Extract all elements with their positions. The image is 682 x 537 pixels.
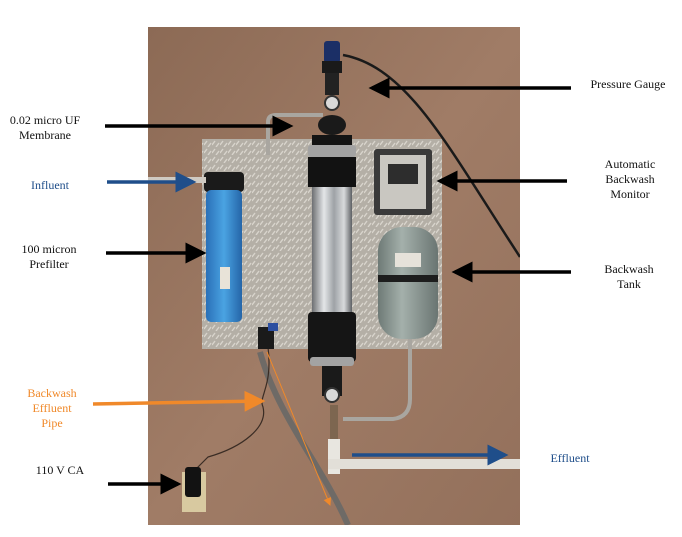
label-uf-membrane: 0.02 micro UF Membrane [0, 113, 90, 143]
valve-body [322, 61, 342, 73]
backwash-monitor-display [388, 164, 418, 184]
water-filtration-system-photo [148, 27, 520, 525]
drain-solenoid-cap [268, 323, 278, 331]
label-bep-line3: Pipe [41, 416, 63, 430]
braided-hose-bottom [343, 339, 412, 421]
membrane-clamp-top [308, 145, 356, 157]
label-backwash-tank: Backwash Tank [594, 262, 664, 292]
membrane-clamp-bottom [310, 357, 354, 366]
solenoid-valve-top [324, 41, 340, 63]
label-tank-line1: Backwash [604, 262, 654, 276]
prefilter-cap [204, 172, 244, 192]
membrane-collar [312, 135, 352, 147]
membrane-head [318, 115, 346, 135]
label-monitor-line1: Automatic [604, 157, 656, 171]
prefilter-housing [206, 190, 242, 322]
pressure-gauge-dial [324, 95, 340, 111]
label-uf-membrane-line2: Membrane [19, 128, 71, 142]
brass-fitting [330, 405, 338, 445]
label-influent: Influent [31, 178, 69, 192]
power-cable [342, 53, 520, 258]
label-bep-line1: Backwash [27, 386, 77, 400]
label-bep-line2: Effluent [32, 401, 72, 415]
membrane-top-cap [308, 157, 356, 187]
backwash-tank [378, 227, 438, 339]
label-monitor-line3: Monitor [610, 187, 650, 201]
tank-band [378, 275, 438, 282]
membrane-bottom-cap [308, 312, 356, 362]
drain-solenoid [258, 327, 274, 349]
uf-membrane-housing [312, 187, 352, 312]
label-monitor-line2: Backwash [605, 172, 655, 186]
bottom-pressure-gauge [324, 387, 340, 403]
prefilter-label [220, 267, 230, 289]
label-prefilter: 100 micron Prefilter [14, 242, 84, 272]
label-backwash-effluent-pipe: Backwash Effluent Pipe [17, 386, 87, 431]
label-effluent: Effluent [550, 451, 590, 465]
label-prefilter-line2: Prefilter [29, 257, 69, 271]
effluent-pvc-horizontal [328, 459, 520, 469]
power-adapter [185, 467, 201, 497]
valve-stem [325, 73, 339, 95]
label-prefilter-line1: 100 micron [21, 242, 77, 256]
label-backwash-monitor: Automatic Backwash Monitor [590, 157, 670, 202]
braided-hose-top [266, 113, 323, 155]
label-power: 110 V CA [35, 463, 85, 477]
tank-label [395, 253, 421, 267]
label-pressure-gauge: Pressure Gauge [590, 77, 666, 91]
label-tank-line2: Tank [617, 277, 641, 291]
label-uf-membrane-line1: 0.02 micro UF [9, 113, 81, 127]
influent-pipe [148, 177, 206, 183]
